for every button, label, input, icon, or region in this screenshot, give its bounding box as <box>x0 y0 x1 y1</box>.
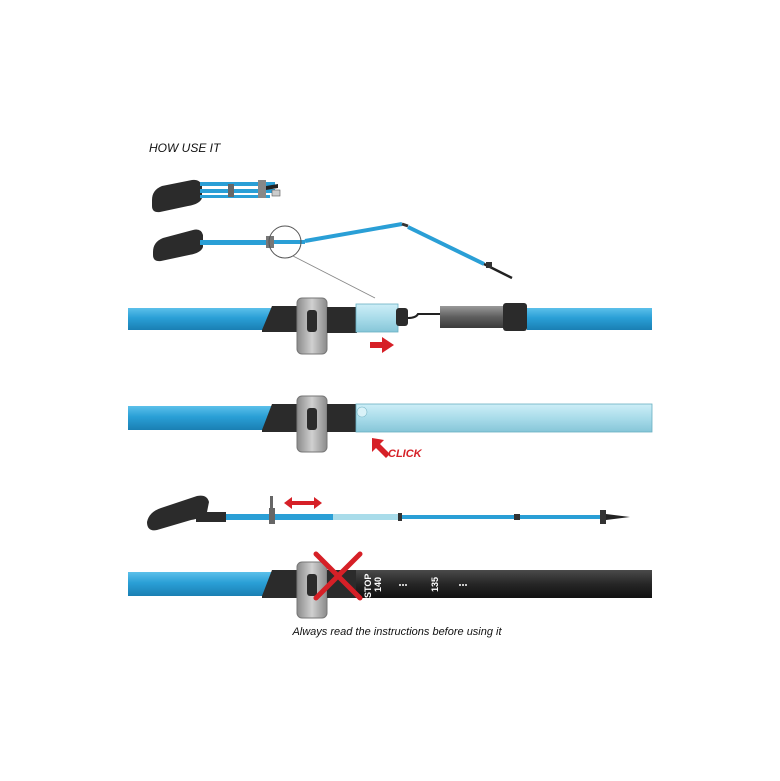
extended-pole <box>147 495 630 531</box>
stop-mark: STOP <box>363 574 373 598</box>
folded-pole <box>152 179 281 213</box>
prohibited-cross-icon <box>313 551 363 601</box>
pull-arrow-icon <box>370 337 394 353</box>
scale-mark-140: 140 <box>373 577 383 592</box>
diagram-title: HOW USE IT <box>149 141 222 155</box>
lock-detail-click <box>128 395 653 453</box>
scale-dots <box>399 584 467 586</box>
stop-marker-detail <box>128 561 652 619</box>
scale-mark-135: 135 <box>430 577 440 592</box>
adjust-arrow-icon <box>284 497 322 509</box>
click-label: CLICK <box>388 448 423 460</box>
lock-detail-open <box>128 297 652 355</box>
click-arrow-icon <box>372 438 390 458</box>
footer-note: Always read the instructions before usin… <box>291 626 502 638</box>
unfolding-pole <box>153 222 513 299</box>
